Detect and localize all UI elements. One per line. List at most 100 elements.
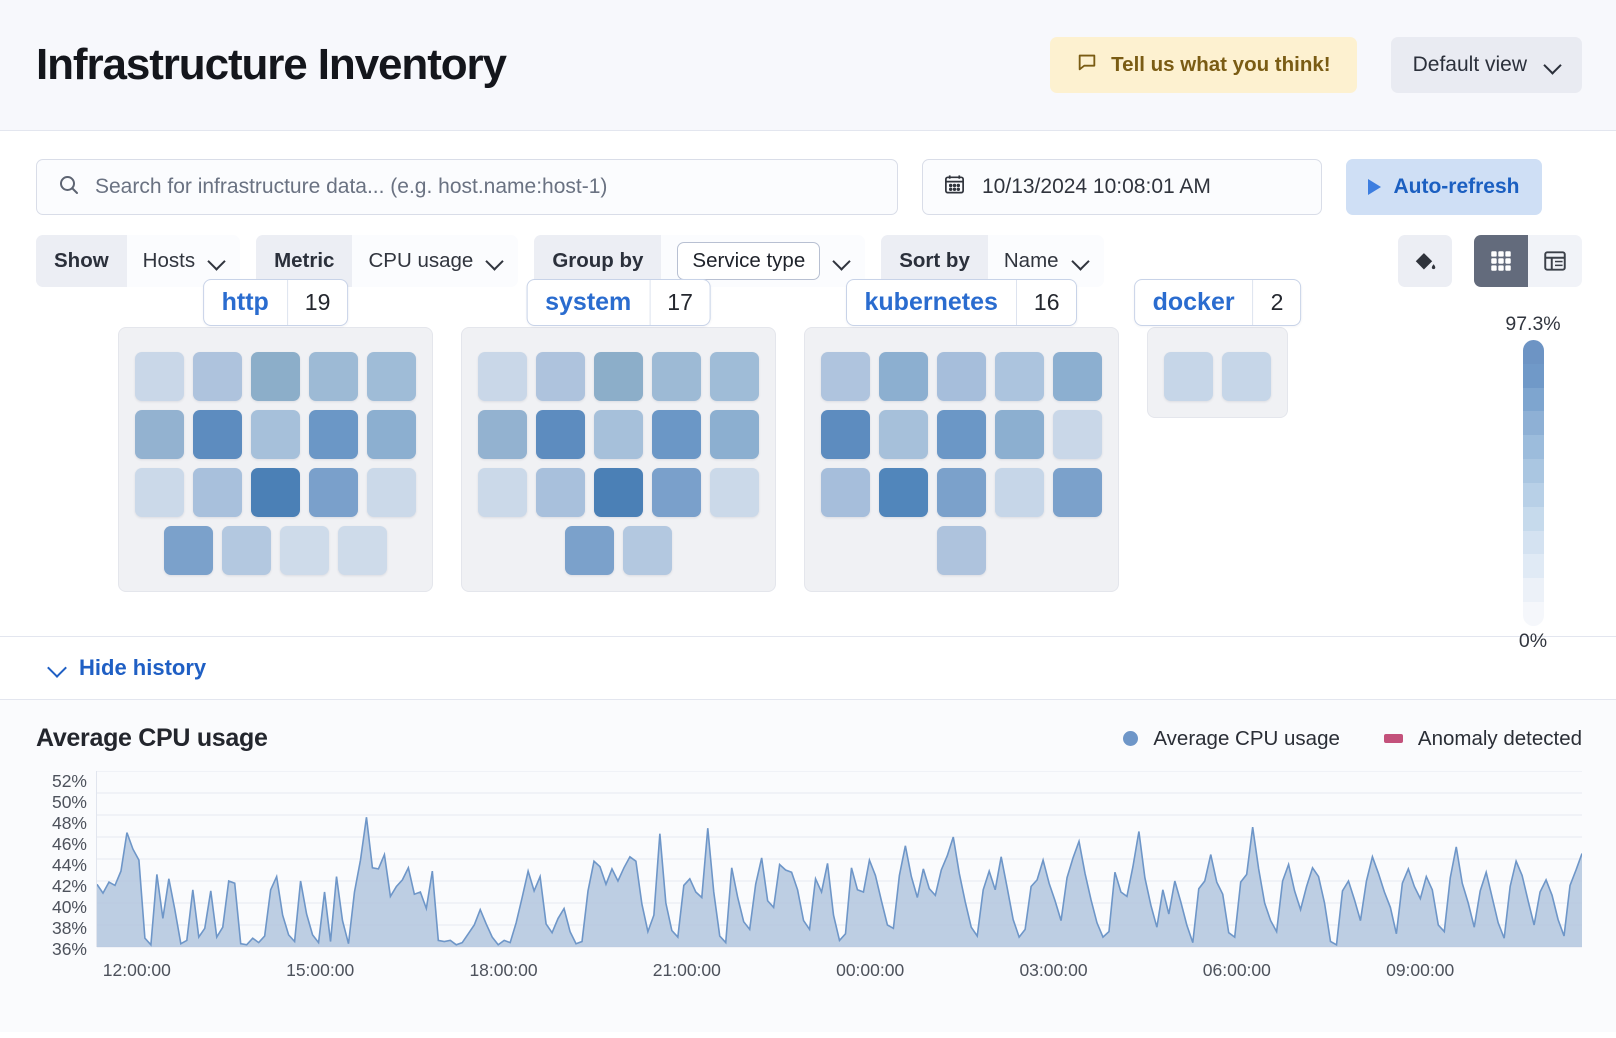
waffle-cell[interactable] [478, 352, 527, 401]
waffle-cell[interactable] [937, 468, 986, 517]
waffle-cell[interactable] [251, 410, 300, 459]
waffle-cell[interactable] [937, 410, 986, 459]
hide-history-label: Hide history [79, 655, 207, 680]
waffle-cell[interactable] [594, 410, 643, 459]
chart-legend: Average CPU usage Anomaly detected [1123, 727, 1582, 751]
filter-group-by-key: Group by [534, 235, 662, 287]
search-input[interactable]: Search for infrastructure data... (e.g. … [36, 159, 898, 215]
filter-group-by-value[interactable]: Service type [661, 235, 866, 287]
search-placeholder: Search for infrastructure data... (e.g. … [95, 175, 608, 198]
waffle-cell[interactable] [478, 410, 527, 459]
filter-show-value[interactable]: Hosts [126, 235, 241, 287]
y-axis-tick: 40% [51, 897, 87, 917]
waffle-cell[interactable] [338, 526, 387, 575]
waffle-cell[interactable] [367, 352, 416, 401]
filter-metric-key: Metric [256, 235, 353, 287]
waffle-cell[interactable] [135, 410, 184, 459]
waffle-cell[interactable] [594, 352, 643, 401]
waffle-cell[interactable] [367, 410, 416, 459]
filter-metric-value[interactable]: CPU usage [352, 235, 519, 287]
waffle-cell[interactable] [937, 526, 986, 575]
waffle-cell[interactable] [565, 526, 614, 575]
waffle-cell[interactable] [1053, 410, 1102, 459]
legend-item-anomaly-detected[interactable]: Anomaly detected [1383, 727, 1582, 751]
waffle-cell[interactable] [594, 468, 643, 517]
waffle-cell[interactable] [309, 410, 358, 459]
waffle-cell[interactable] [710, 352, 759, 401]
scale-segment [1522, 363, 1544, 388]
waffle-cell[interactable] [135, 352, 184, 401]
chevron-down-icon [834, 254, 849, 269]
x-axis-tick: 15:00:00 [286, 960, 355, 980]
waffle-cell[interactable] [1222, 352, 1271, 401]
waffle-cell[interactable] [309, 352, 358, 401]
waffle-group-count: 17 [649, 280, 710, 325]
chart-plot-area[interactable] [96, 771, 1582, 948]
waffle-cell[interactable] [536, 352, 585, 401]
waffle-cell[interactable] [710, 468, 759, 517]
waffle-cell[interactable] [995, 468, 1044, 517]
waffle-cell[interactable] [821, 468, 870, 517]
waffle-cell[interactable] [367, 468, 416, 517]
feedback-label: Tell us what you think! [1111, 53, 1331, 76]
legend-item-average-cpu-usage[interactable]: Average CPU usage [1123, 727, 1340, 751]
search-icon [57, 173, 81, 202]
waffle-cell[interactable] [879, 410, 928, 459]
scale-gradient-bar [1522, 340, 1544, 626]
waffle-cell[interactable] [937, 352, 986, 401]
filter-metric-value-label: CPU usage [368, 249, 474, 272]
waffle-cell[interactable] [879, 352, 928, 401]
waffle-grid [118, 327, 433, 592]
waffle-cell[interactable] [652, 468, 701, 517]
waffle-cell[interactable] [710, 410, 759, 459]
page-header: Infrastructure Inventory Tell us what yo… [0, 0, 1616, 131]
chart-y-axis: 52%50%48%46%44%42%40%38%36% [36, 771, 96, 959]
waffle-cell[interactable] [995, 352, 1044, 401]
waffle-cell[interactable] [222, 526, 271, 575]
waffle-cell[interactable] [1164, 352, 1213, 401]
waffle-cell[interactable] [652, 410, 701, 459]
waffle-cell[interactable] [280, 526, 329, 575]
grid-view-icon[interactable] [1474, 235, 1528, 287]
waffle-cell[interactable] [164, 526, 213, 575]
waffle-cell[interactable] [1053, 468, 1102, 517]
waffle-cell[interactable] [821, 410, 870, 459]
waffle-cell[interactable] [193, 410, 242, 459]
x-axis-tick: 18:00:00 [469, 960, 538, 980]
waffle-cell[interactable] [821, 352, 870, 401]
filter-sort-by-value[interactable]: Name [987, 235, 1104, 287]
color-fill-icon[interactable] [1398, 235, 1452, 287]
waffle-cell[interactable] [193, 352, 242, 401]
waffle-row [821, 526, 1102, 575]
scale-segment [1522, 459, 1544, 483]
feedback-button[interactable]: Tell us what you think! [1050, 37, 1357, 93]
waffle-cell[interactable] [478, 468, 527, 517]
waffle-cell[interactable] [536, 468, 585, 517]
waffle-cell[interactable] [1053, 352, 1102, 401]
waffle-cell[interactable] [536, 410, 585, 459]
scale-segment [1522, 578, 1544, 603]
waffle-cell[interactable] [309, 468, 358, 517]
default-view-button[interactable]: Default view [1390, 37, 1582, 93]
waffle-cell[interactable] [251, 352, 300, 401]
table-view-icon[interactable] [1528, 235, 1582, 287]
datepicker-input[interactable]: 10/13/2024 10:08:01 AM [922, 159, 1322, 215]
y-axis-tick: 46% [51, 834, 87, 854]
waffle-cell[interactable] [193, 468, 242, 517]
scale-segment [1522, 435, 1544, 460]
hide-history-toggle[interactable]: Hide history [0, 637, 1616, 700]
waffle-cell[interactable] [879, 468, 928, 517]
waffle-cell[interactable] [995, 410, 1044, 459]
waffle-cell[interactable] [652, 352, 701, 401]
auto-refresh-button[interactable]: Auto-refresh [1346, 159, 1542, 215]
waffle-cell[interactable] [623, 526, 672, 575]
waffle-cell[interactable] [135, 468, 184, 517]
waffle-cell[interactable] [251, 468, 300, 517]
chart-body: 52%50%48%46%44%42%40%38%36% [36, 771, 1582, 959]
